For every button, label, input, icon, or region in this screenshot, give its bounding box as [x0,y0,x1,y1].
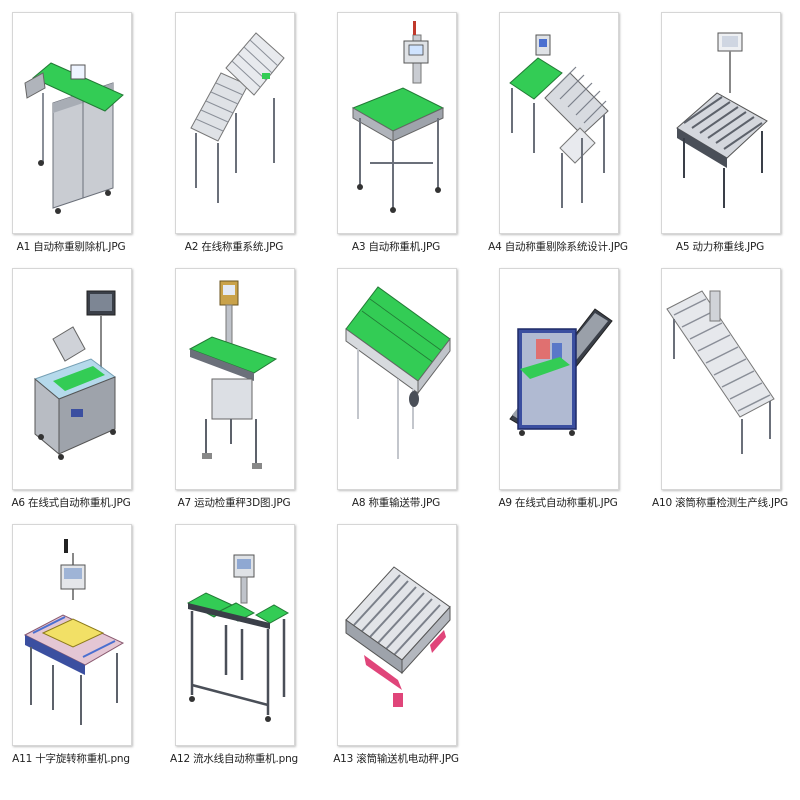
file-thumbnail[interactable] [175,12,295,234]
file-tile-a5[interactable]: A5 动力称重线.JPG [661,12,781,253]
file-thumbnail[interactable] [337,12,457,234]
file-name: A10 滚筒称重检测生产线.JPG [652,497,788,509]
file-thumbnail[interactable] [12,12,132,234]
file-tile-a11[interactable]: A11 十字旋转称重机.png [12,524,132,765]
file-thumbnail[interactable] [12,524,132,746]
file-name: A11 十字旋转称重机.png [12,753,130,765]
enclosed-inline-weigher-image [509,308,613,436]
roller-inspection-line-image [666,290,775,454]
file-name: A9 在线式自动称重机.JPG [498,497,618,509]
file-thumbnail[interactable] [337,524,457,746]
file-thumbnail[interactable] [337,268,457,490]
file-tile-a9[interactable]: A9 在线式自动称重机.JPG [498,268,619,509]
file-tile-a3[interactable]: A3 自动称重机.JPG [337,12,457,253]
file-name: A13 滚筒输送机电动秤.JPG [333,753,459,765]
assembly-line-weigher-image [186,554,290,722]
file-name: A1 自动称重剔除机.JPG [16,241,126,253]
file-tile-a2[interactable]: A2 在线称重系统.JPG [175,12,295,253]
file-tile-a1[interactable]: A1 自动称重剔除机.JPG [12,12,132,253]
file-name: A6 在线式自动称重机.JPG [11,497,131,509]
inline-auto-weigher-image [34,290,117,460]
file-name: A7 运动检重秤3D图.JPG [177,497,291,509]
file-thumbnail[interactable] [499,12,619,234]
auto-checkweigher-image [351,21,445,213]
file-name: A3 自动称重机.JPG [351,241,441,253]
file-name: A4 自动称重剔除系统设计.JPG [488,241,628,253]
file-name: A2 在线称重系统.JPG [184,241,284,253]
weighing-conveyor-belt-image [345,286,451,459]
checkweigher-reject-image [24,62,124,214]
file-tile-a12[interactable]: A12 流水线自动称重机.png [170,524,298,765]
powered-weighing-line-image [676,32,768,208]
file-tile-a6[interactable]: A6 在线式自动称重机.JPG [11,268,132,509]
file-thumbnail[interactable] [12,268,132,490]
roller-conveyor-scale-image [345,566,451,707]
file-thumbnail[interactable] [175,268,295,490]
cross-rotating-weigher-image [23,539,125,725]
file-thumbnail[interactable] [499,268,619,490]
file-thumbnail[interactable] [175,524,295,746]
file-tile-a10[interactable]: A10 滚筒称重检测生产线.JPG [652,268,788,509]
file-thumbnail[interactable] [661,12,781,234]
file-tile-a13[interactable]: A13 滚筒输送机电动秤.JPG [333,524,459,765]
file-thumbnail[interactable] [661,268,781,490]
inline-weighing-system-image [190,32,285,203]
dynamic-checkweigher-image [188,280,278,469]
reject-system-design-image [509,34,609,208]
file-tile-a4[interactable]: A4 自动称重剔除系统设计.JPG [488,12,628,253]
file-name: A12 流水线自动称重机.png [169,753,298,765]
file-tile-a7[interactable]: A7 运动检重秤3D图.JPG [175,268,295,509]
file-tile-a8[interactable]: A8 称重输送带.JPG [337,268,457,509]
file-name: A8 称重输送带.JPG [351,497,441,509]
file-name: A5 动力称重线.JPG [675,241,765,253]
